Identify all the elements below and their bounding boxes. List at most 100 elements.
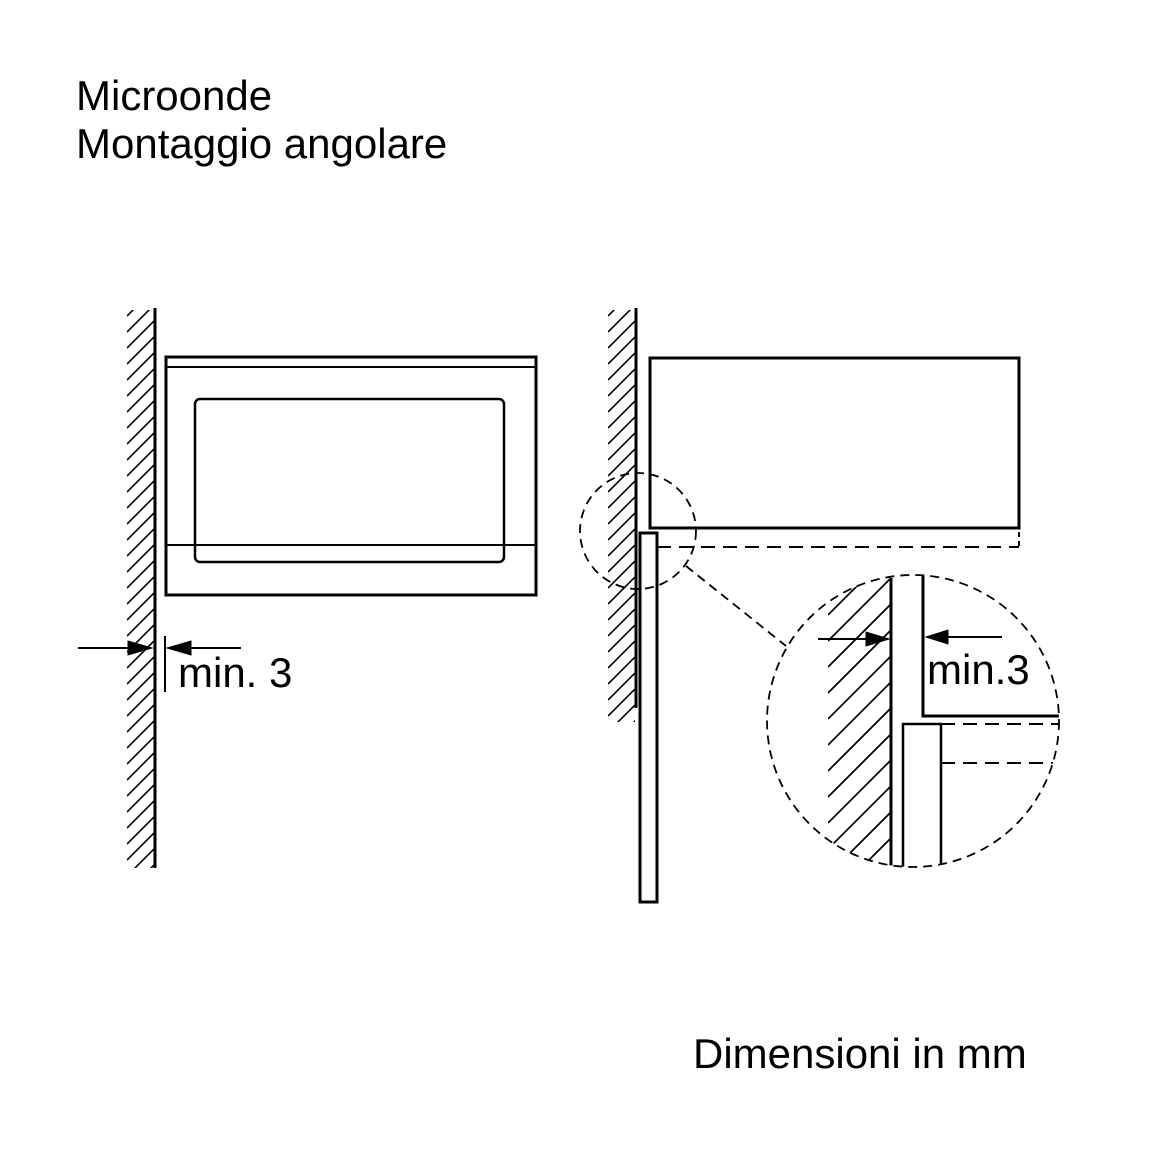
- hatch-line: [127, 575, 155, 605]
- hatch-line: [828, 785, 891, 850]
- hatch-line: [127, 783, 155, 813]
- hatch-line: [828, 707, 891, 772]
- hatch-line: [127, 671, 155, 701]
- hatch-line: [828, 578, 891, 616]
- diagram-title-line-1: Microonde: [76, 72, 273, 119]
- hatch-line: [608, 559, 635, 589]
- microwave-side: [648, 356, 1021, 530]
- hatch-line: [608, 479, 635, 509]
- hatch-line: [127, 319, 155, 349]
- detail-marker-circle: [579, 472, 787, 647]
- hatch-line: [608, 447, 635, 477]
- hatch-line: [608, 319, 635, 349]
- hatch-line: [608, 655, 635, 685]
- hatch-line: [127, 335, 155, 365]
- microwave-front: [164, 355, 538, 597]
- hatch-line: [608, 431, 635, 461]
- hatch-line: [127, 527, 155, 557]
- hatch-line: [608, 335, 635, 365]
- hatch-line: [127, 799, 155, 829]
- hatch-line: [828, 578, 891, 590]
- hatch-line: [828, 681, 891, 746]
- hatch-line: [127, 479, 155, 509]
- hatch-line: [127, 815, 155, 845]
- right-wall: [608, 240, 638, 812]
- hatch-line: [608, 527, 635, 557]
- hatch-line: [608, 399, 635, 429]
- hatch-line: [127, 272, 155, 300]
- diagram-title-line-2: Montaggio angolare: [76, 120, 448, 167]
- units-note: Dimensioni in mm: [693, 1030, 1027, 1077]
- hatch-line: [127, 240, 155, 268]
- hatch-line: [616, 703, 635, 722]
- hatch-line: [828, 811, 891, 867]
- hatch-line: [127, 767, 155, 797]
- hatch-line: [828, 500, 891, 563]
- left-dimension: [78, 636, 241, 692]
- hatch-line: [127, 399, 155, 429]
- hatch-line: [608, 511, 635, 541]
- hatch-line: [608, 463, 635, 493]
- hatch-line: [828, 655, 891, 720]
- hatch-line: [608, 256, 636, 284]
- hatch-line: [127, 687, 155, 717]
- cabinet-side-panel: [638, 531, 1020, 904]
- hatch-line: [608, 383, 635, 413]
- hatch-line: [608, 671, 635, 701]
- hatch-line: [608, 607, 635, 637]
- hatch-line: [149, 863, 155, 868]
- hatch-line: [127, 928, 155, 956]
- hatch-line: [828, 863, 891, 867]
- hatch-line: [127, 591, 155, 621]
- hatch-line: [127, 447, 155, 477]
- hatch-line: [608, 736, 636, 764]
- hatch-line: [828, 837, 891, 867]
- hatch-line: [608, 591, 635, 621]
- hatch-line: [608, 310, 632, 333]
- hatch-line: [828, 578, 891, 642]
- hatch-line: [608, 367, 635, 397]
- hatch-line: [127, 431, 155, 461]
- hatch-line: [127, 367, 155, 397]
- hatch-line: [608, 543, 635, 573]
- hatch-line: [127, 751, 155, 781]
- hatch-line: [127, 310, 135, 317]
- hatch-line: [127, 655, 155, 685]
- hatch-line: [127, 607, 155, 637]
- hatch-line: [127, 559, 155, 589]
- hatch-line: [127, 735, 155, 765]
- hatch-line: [127, 463, 155, 493]
- hatch-line: [608, 415, 635, 445]
- hatch-line: [127, 639, 155, 669]
- hatch-line: [608, 495, 635, 525]
- hatch-line: [127, 896, 155, 924]
- hatch-line: [127, 495, 155, 525]
- hatch-line: [608, 310, 616, 317]
- hatch-line: [127, 703, 155, 733]
- hatch-line: [127, 256, 155, 284]
- hatch-line: [127, 880, 155, 908]
- hatch-line: [127, 511, 155, 541]
- hatch-line: [127, 310, 151, 333]
- hatch-line: [828, 603, 891, 668]
- hatch-line: [608, 784, 636, 812]
- hatch-line: [608, 623, 635, 653]
- hatch-line: [608, 240, 636, 268]
- hatch-line: [828, 916, 891, 979]
- hatch-line: [632, 719, 635, 722]
- hatch-line: [828, 890, 891, 953]
- hatch-line: [608, 272, 636, 300]
- hatch-line: [127, 383, 155, 413]
- hatch-line: [608, 687, 635, 717]
- hatch-line: [127, 415, 155, 445]
- hatch-line: [608, 351, 635, 381]
- hatch-line: [127, 543, 155, 573]
- hatch-line: [608, 575, 635, 605]
- hatch-line: [608, 752, 636, 780]
- left-gap-dimension-label: min. 3: [178, 649, 293, 696]
- hatch-line: [127, 351, 155, 381]
- hatch-line: [828, 733, 891, 798]
- hatch-line: [127, 831, 155, 861]
- hatch-line: [608, 768, 636, 796]
